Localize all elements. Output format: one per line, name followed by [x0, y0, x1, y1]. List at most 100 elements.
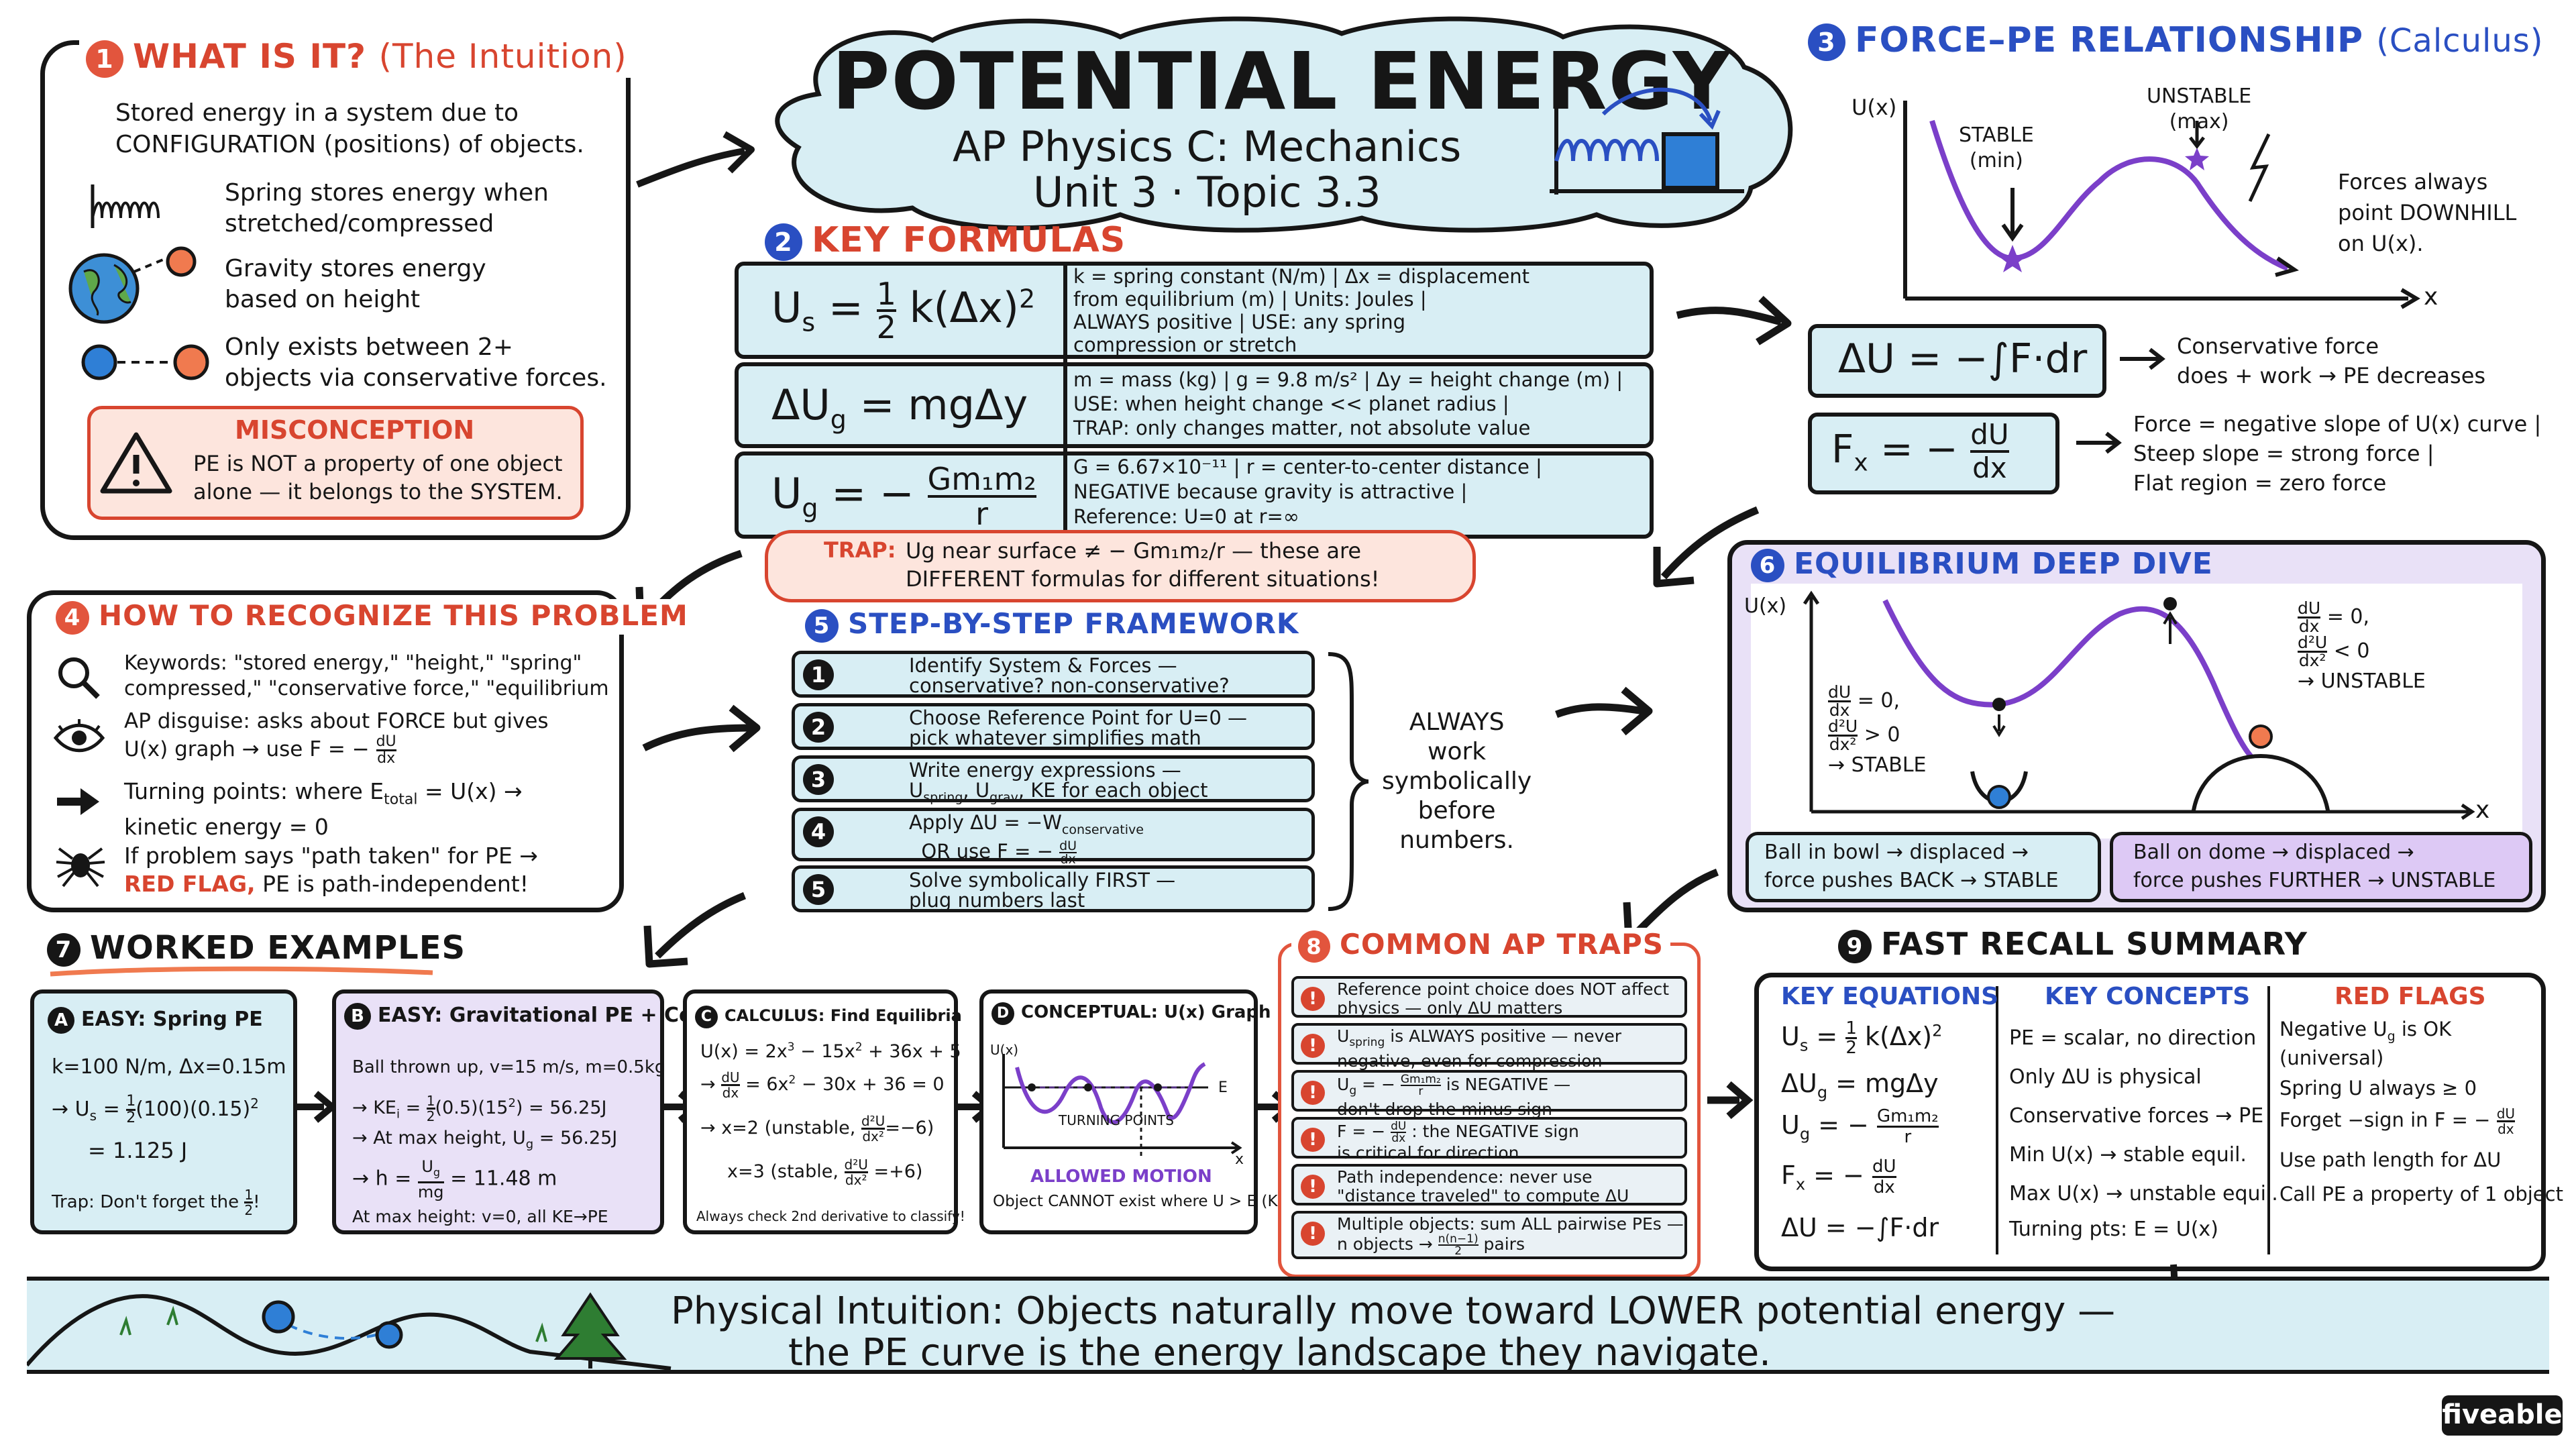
example-a-title: A EASY: Spring PE: [48, 1007, 263, 1034]
section-6-title-text: EQUILIBRIUM DEEP DIVE: [1794, 547, 2213, 581]
s4-red-flag-b: RED FLAG,: [124, 871, 256, 897]
step-5-number: 5: [803, 874, 834, 905]
recall-concept-3: Conservative forces → PE: [2009, 1104, 2264, 1128]
section-8-title-text: COMMON AP TRAPS: [1340, 928, 1664, 961]
title-cloud-shape: [775, 16, 1793, 233]
arrow-icon: [57, 788, 99, 815]
s4-keywords: Keywords: "stored energy," "height," "sp…: [124, 651, 609, 700]
recall-flag-1: Negative Ug is OK(universal): [2279, 1018, 2452, 1069]
recall-flag-4: Use path length for ΔU: [2279, 1148, 2502, 1171]
example-a-title-text: EASY: Spring PE: [81, 1008, 263, 1031]
unit-subtitle: Unit 3 · Topic 3.3: [1033, 168, 1381, 217]
example-b-note: At max height: v=0, all KE→PE: [352, 1207, 608, 1226]
trap-6-text: Multiple objects: sum ALL pairwise PEs —…: [1337, 1214, 1684, 1258]
section-3-title-main: FORCE–PE RELATIONSHIP: [1855, 20, 2364, 60]
s1-item-gravity: Gravity stores energy based on height: [225, 255, 486, 313]
step-1-text: Identify System & Forces — conservative?…: [909, 654, 1230, 697]
section-recognize: [27, 590, 624, 912]
section-7-number: 7: [47, 933, 80, 967]
section-5-title-text: STEP-BY-STEP FRAMEWORK: [848, 607, 1299, 640]
s4-red-flag-c: PE is path-independent!: [255, 871, 529, 897]
recall-concept-5: Max U(x) → unstable equil.: [2009, 1182, 2278, 1205]
misconception-text: PE is NOT a property of one object alone…: [193, 451, 563, 504]
formula-row-gravity-near: [735, 362, 1654, 448]
s4-turning-points: Turning points: where Etotal = U(x) →kin…: [124, 778, 523, 840]
eq1-formula: ΔU = −∫F·dr: [1838, 335, 2088, 382]
spider-icon: [56, 847, 105, 888]
exclamation-icon: !: [1301, 1222, 1325, 1246]
recall-eq-2: ΔUg = mgΔy: [1781, 1069, 1939, 1102]
warning-icon: [100, 432, 172, 494]
arrow-icon: [643, 892, 747, 968]
step-3-number: 3: [803, 764, 834, 795]
arrow-icon: [2120, 347, 2165, 370]
brand-logo: fiveable: [2442, 1395, 2563, 1436]
arrow-icon: [1676, 295, 1792, 345]
spring-icon: [91, 184, 160, 228]
exclamation-icon: !: [1301, 987, 1325, 1011]
section-2-number: 2: [765, 223, 802, 261]
hill-landscape-icon: [27, 1292, 672, 1371]
step-3: 3 Write energy expressions —Uspring, Ugra…: [792, 755, 1315, 805]
magnifier-icon: [58, 657, 100, 699]
s5-side-note: ALWAYS work symbolically before numbers.: [1382, 708, 1532, 854]
eq1-box: [1808, 324, 2106, 398]
eye-icon: [53, 719, 105, 753]
recall-col2-title: KEY CONCEPTS: [2045, 983, 2251, 1010]
recall-concept-2: Only ΔU is physical: [2009, 1065, 2202, 1089]
example-a-answer: = 1.125 J: [88, 1138, 188, 1163]
step-4-number: 4: [803, 816, 834, 847]
s6-graph-bg: [1751, 584, 2522, 839]
step-5-text: Solve symbolically FIRST — plug numbers …: [909, 869, 1176, 912]
s3-xlabel: x: [2424, 283, 2438, 311]
recall-col3-title: RED FLAGS: [2334, 983, 2486, 1010]
s6-xlabel: x: [2475, 796, 2490, 824]
earth-icon: [68, 246, 197, 324]
eq1-note: Conservative force does + work → PE decr…: [2177, 333, 2486, 388]
step-2-number: 2: [803, 712, 834, 743]
example-d-xlabel: x: [1235, 1151, 1244, 1168]
s3-ylabel: U(x): [1851, 95, 1897, 120]
formula-row-spring: [735, 262, 1654, 359]
exclamation-icon: !: [1301, 1081, 1325, 1105]
formula-gravity-universal-desc: G = 6.67×10⁻¹¹ | r = center-to-center di…: [1073, 455, 1542, 528]
example-d-ylabel: U(x): [990, 1042, 1019, 1058]
dome-caption-box: [2110, 832, 2532, 902]
s4-red-flag: If problem says "path taken" for PE →RED…: [124, 842, 538, 898]
example-a-letter: A: [48, 1007, 74, 1034]
trap-callout-label: TRAP:: [824, 537, 896, 563]
s3-stable-label: STABLE (min): [1959, 123, 2034, 172]
misconception-box: [87, 406, 584, 520]
ux-graph-reading: [1002, 1054, 1242, 1158]
section-4-number: 4: [56, 600, 89, 635]
step-3-text: Write energy expressions —Uspring, Ugrav…: [909, 759, 1208, 805]
recall-flag-2: Spring U always ≥ 0: [2279, 1077, 2477, 1099]
section-9-number: 9: [1838, 929, 1872, 963]
example-c-note: Always check 2nd derivative to classify!: [696, 1208, 965, 1224]
section-5-number: 5: [805, 608, 839, 643]
recall-divider-2: [2267, 986, 2270, 1254]
recall-divider-1: [1996, 986, 1998, 1254]
recall-flag-5: Call PE a property of 1 object: [2279, 1183, 2563, 1205]
footer-line-1: Physical Intuition: Objects naturally mo…: [671, 1289, 2116, 1333]
formula-gravity-near: ΔUg = mgΔy: [771, 380, 1028, 435]
step-4-text: Apply ΔU = −Wconservative OR use F = − d…: [909, 811, 1144, 867]
section-6-number: 6: [1751, 549, 1784, 582]
